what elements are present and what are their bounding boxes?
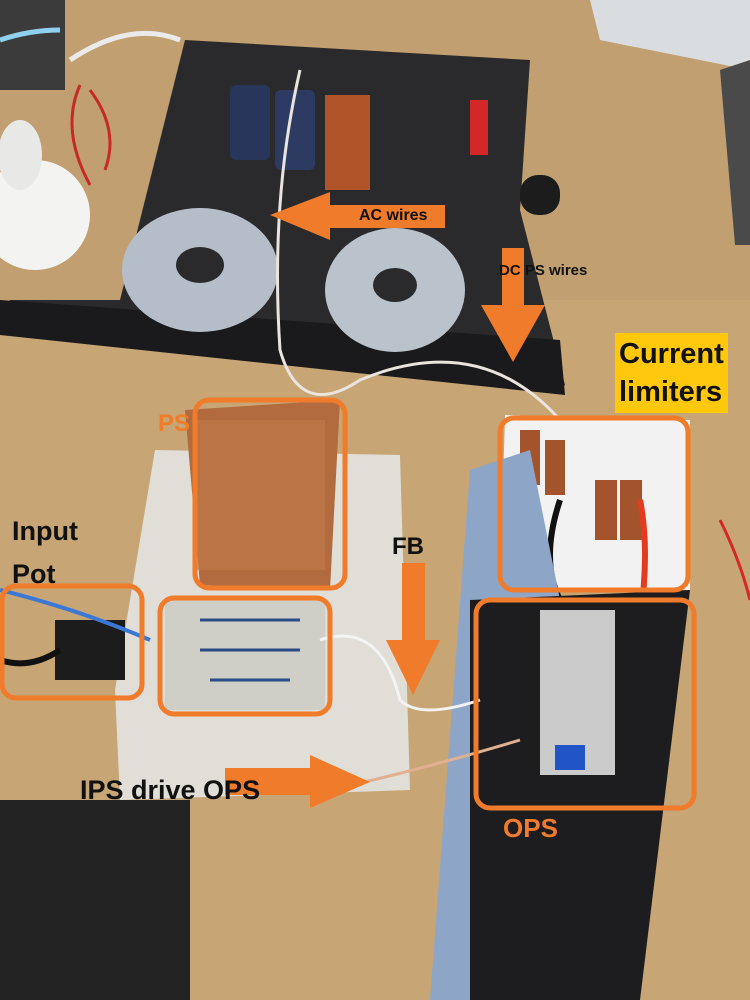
ac-wires-label: AC wires bbox=[359, 207, 428, 224]
ops-heatsink bbox=[470, 590, 690, 1000]
dc-ps-wires-label: DC PS wires bbox=[499, 262, 588, 279]
input-pot-line1: Input bbox=[12, 516, 78, 546]
input-pot-label: Input Pot bbox=[12, 510, 78, 596]
cable-box bbox=[0, 800, 190, 1000]
ps-label: PS bbox=[158, 410, 191, 437]
ips-drive-ops-arrow bbox=[225, 755, 370, 808]
monitor-stand bbox=[720, 60, 750, 245]
current-limiters-highlight-box bbox=[497, 415, 691, 593]
current-limiters-line1: Current bbox=[619, 338, 724, 370]
red-wire bbox=[70, 84, 112, 186]
fb-label: FB bbox=[392, 533, 424, 560]
current-limiters-line2: limiters bbox=[619, 376, 723, 408]
dc-ps-wires-arrow bbox=[481, 248, 545, 362]
ips-highlight-box bbox=[157, 595, 333, 717]
current-limiters-label: Current limiters bbox=[615, 333, 728, 413]
relay-board bbox=[325, 95, 370, 190]
input-pot bbox=[55, 620, 125, 680]
ips-drive-ops-label: IPS drive OPS bbox=[80, 775, 261, 805]
wire-bundle bbox=[276, 69, 562, 421]
input-pot-line2: Pot bbox=[12, 559, 56, 589]
knob bbox=[520, 175, 560, 215]
input-pot-highlight-box bbox=[0, 583, 145, 701]
ips-board bbox=[165, 600, 325, 710]
fb-arrow bbox=[386, 563, 440, 695]
lamp-base bbox=[0, 0, 65, 90]
ops-label: OPS bbox=[503, 813, 558, 843]
ops-highlight-box bbox=[473, 597, 697, 811]
capacitor bbox=[275, 90, 315, 170]
ac-wires-arrow bbox=[270, 192, 445, 240]
capacitor bbox=[230, 85, 270, 160]
ps-highlight-box bbox=[192, 397, 348, 591]
monitor bbox=[590, 0, 750, 70]
